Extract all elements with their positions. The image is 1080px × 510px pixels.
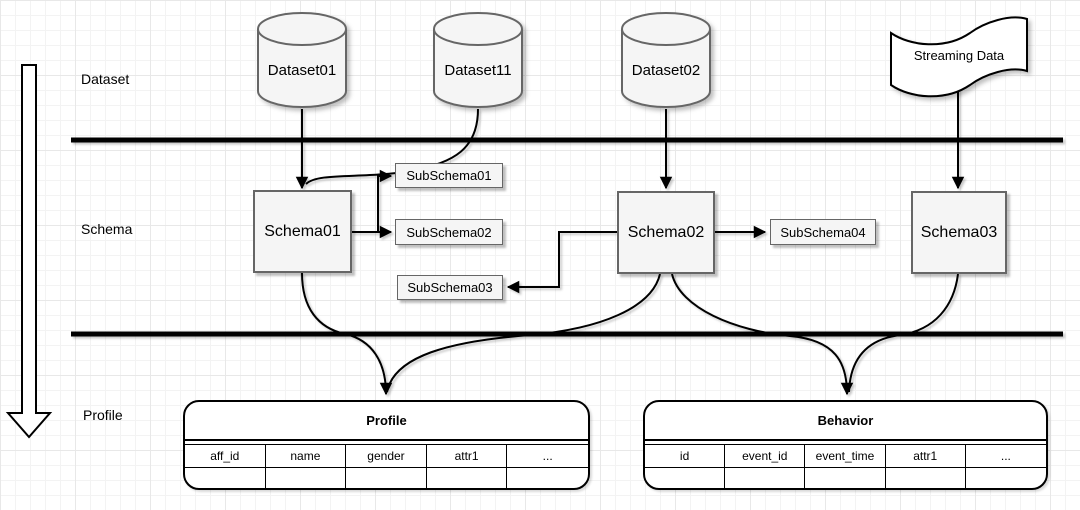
- edge-schema02-profile: [386, 273, 661, 393]
- flow-direction-arrow-icon: [5, 64, 53, 439]
- table-header-row: id event_id event_time attr1 ...: [645, 445, 1046, 468]
- dataset01-label: Dataset01: [267, 62, 337, 79]
- database-cylinder-icon: [257, 12, 347, 108]
- dataset02-label: Dataset02: [631, 62, 701, 79]
- subschema02-node: SubSchema02: [395, 219, 503, 245]
- column-header-cell: id: [645, 445, 726, 468]
- empty-cell: [645, 468, 726, 488]
- dataset11-label: Dataset11: [444, 62, 512, 79]
- streaming-data-label: Streaming Data: [913, 48, 1005, 63]
- dataset02-node: Dataset02: [621, 12, 711, 108]
- empty-cell: [507, 468, 588, 488]
- database-cylinder-icon: [621, 12, 711, 108]
- empty-cell: [266, 468, 347, 488]
- table-header-row: aff_id name gender attr1 ...: [185, 445, 588, 468]
- empty-cell: [427, 468, 508, 488]
- column-header-cell: event_id: [725, 445, 806, 468]
- subschema01-node: SubSchema01: [395, 163, 503, 188]
- column-header-cell: event_time: [805, 445, 886, 468]
- edge-schema02-subschema03: [506, 231, 617, 294]
- empty-cell: [886, 468, 966, 488]
- profile-table-title: Profile: [185, 402, 588, 441]
- schema02-label: Schema02: [627, 223, 705, 241]
- behavior-table: Behavior id event_id event_time attr1 ..…: [643, 400, 1048, 490]
- subschema04-label: SubSchema04: [780, 224, 866, 240]
- schema03-label: Schema03: [920, 223, 998, 241]
- edge-schema02-behavior: [671, 273, 854, 396]
- dataset01-node: Dataset01: [257, 12, 347, 108]
- table-empty-row: [185, 468, 588, 488]
- tape-wave-icon: [890, 16, 1028, 98]
- streaming-data-node: Streaming Data: [885, 8, 1033, 103]
- subschema01-label: SubSchema01: [406, 168, 492, 183]
- schema03-node: Schema03: [911, 191, 1007, 274]
- subschema03-label: SubSchema03: [407, 280, 493, 295]
- empty-cell: [725, 468, 806, 488]
- lane-label-schema: Schema: [81, 221, 133, 237]
- empty-cell: [346, 468, 427, 488]
- profile-table: Profile aff_id name gender attr1 ...: [183, 400, 590, 490]
- edge-schema01-profile: [301, 272, 393, 396]
- subschema02-label: SubSchema02: [406, 224, 492, 240]
- edge-schema03-behavior: [848, 273, 959, 393]
- subschema03-node: SubSchema03: [397, 275, 503, 300]
- lane-label-dataset: Dataset: [81, 71, 130, 87]
- column-header-cell: gender: [346, 445, 427, 468]
- schema01-node: Schema01: [253, 190, 352, 273]
- column-header-cell: attr1: [426, 445, 508, 468]
- schema02-node: Schema02: [617, 191, 715, 274]
- subschema04-node: SubSchema04: [770, 219, 876, 245]
- profile-table-body: aff_id name gender attr1 ...: [185, 444, 588, 488]
- empty-cell: [966, 468, 1046, 488]
- schema01-label: Schema01: [264, 222, 341, 240]
- lane-label-profile: Profile: [83, 407, 123, 423]
- dataset11-node: Dataset11: [433, 12, 523, 108]
- behavior-table-title: Behavior: [645, 402, 1046, 441]
- column-header-cell: ...: [507, 445, 588, 468]
- edge-schema01-subschema01: [377, 169, 393, 232]
- column-header-cell: ...: [965, 445, 1046, 468]
- table-empty-row: [645, 468, 1046, 488]
- column-header-cell: name: [265, 445, 347, 468]
- column-header-cell: aff_id: [185, 445, 266, 468]
- column-header-cell: attr1: [885, 445, 966, 468]
- empty-cell: [185, 468, 266, 488]
- behavior-table-body: id event_id event_time attr1 ...: [645, 444, 1046, 488]
- empty-cell: [805, 468, 886, 488]
- database-cylinder-icon: [433, 12, 523, 108]
